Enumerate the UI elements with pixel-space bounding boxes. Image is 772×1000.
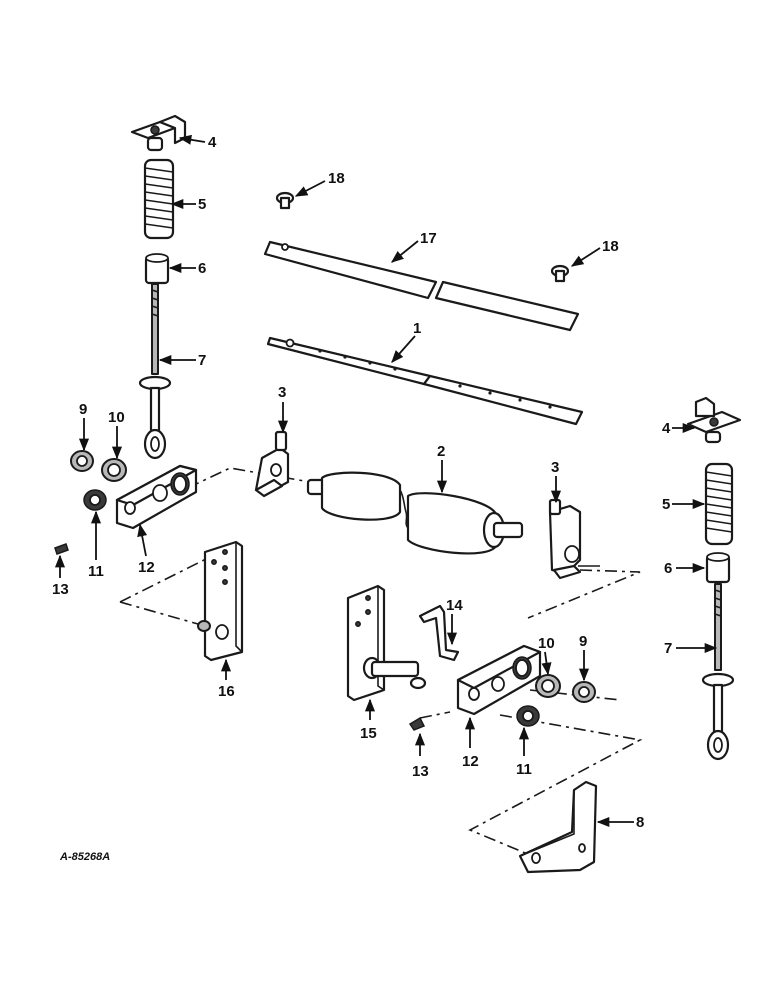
callout-13: 13: [52, 581, 69, 598]
callout-4: 4: [208, 134, 217, 151]
callout-12: 12: [138, 559, 155, 576]
part-bar-17: [263, 240, 580, 332]
part-plate-16: [197, 540, 244, 662]
callout-4: 4: [662, 420, 671, 437]
callout-8: 8: [636, 814, 644, 831]
part-bracket-4-left: [130, 114, 187, 152]
part-bushing-10-right: [535, 674, 561, 698]
callout-9: 9: [79, 401, 87, 418]
callout-labels: 4 5 6 7 9 10 11 12 13 16 3 2 3 1 17 18 1…: [52, 134, 672, 831]
callout-1: 1: [413, 320, 421, 337]
callout-18: 18: [602, 238, 619, 255]
part-bolt-13-right: [408, 716, 426, 731]
part-plate-12-right: [456, 644, 542, 716]
callout-7: 7: [664, 640, 672, 657]
part-bracket-3-right: [548, 498, 600, 580]
part-roller-2: [306, 471, 524, 555]
callout-11: 11: [516, 761, 532, 778]
part-spring-5-left: [143, 158, 175, 240]
part-spring-5-right: [704, 462, 734, 546]
part-plate-12-left: [115, 464, 198, 530]
callout-leaders: [54, 134, 718, 828]
callout-3: 3: [551, 459, 559, 476]
callout-15: 15: [360, 725, 377, 742]
callout-11: 11: [88, 563, 104, 580]
callout-12: 12: [462, 753, 479, 770]
callout-17: 17: [420, 230, 437, 247]
drawing-reference-number: A-85268A: [59, 851, 110, 863]
part-spacer-6-left: [144, 253, 170, 285]
callout-18: 18: [328, 170, 345, 187]
part-bolt-18-left: [275, 191, 295, 210]
part-bushing-10-left: [101, 458, 127, 482]
part-shaft-15: [362, 656, 427, 690]
callout-3: 3: [278, 384, 286, 401]
callout-6: 6: [198, 260, 206, 277]
callout-16: 16: [218, 683, 235, 700]
part-eyebolt-7-right: [701, 583, 735, 761]
part-bearing-11-left: [83, 489, 107, 511]
callout-10: 10: [108, 409, 125, 426]
part-bracket-4-right: [686, 396, 742, 444]
callout-2: 2: [437, 443, 445, 460]
callout-5: 5: [198, 196, 206, 213]
callout-5: 5: [662, 496, 670, 513]
part-eyebolt-7-left: [138, 283, 172, 460]
part-bracket-3-left: [254, 430, 290, 498]
callout-13: 13: [412, 763, 429, 780]
callout-10: 10: [538, 635, 555, 652]
callout-14: 14: [446, 597, 463, 614]
part-bearing-11-right: [516, 705, 540, 727]
part-clip-14: [418, 604, 460, 662]
callout-7: 7: [198, 352, 206, 369]
callout-6: 6: [664, 560, 672, 577]
part-washer-9-right: [572, 681, 596, 703]
part-washer-9-left: [70, 450, 94, 472]
part-bar-1: [266, 336, 584, 426]
part-bolt-18-right: [550, 264, 570, 283]
part-bracket-8: [518, 780, 598, 874]
part-bolt-13-left: [54, 543, 69, 555]
part-spacer-6-right: [705, 552, 731, 584]
part-plate-15: [346, 584, 386, 702]
callout-9: 9: [579, 633, 587, 650]
